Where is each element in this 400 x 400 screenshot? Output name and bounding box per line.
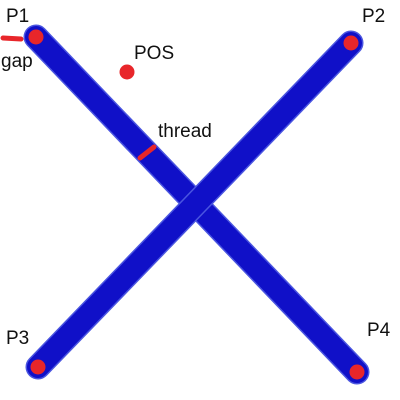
- label-p1: P1: [6, 6, 30, 27]
- label-thread: thread: [158, 121, 212, 142]
- arm-p2-p3: [27, 32, 362, 378]
- point-p3-dot: [30, 359, 46, 375]
- label-pos: POS: [134, 43, 175, 64]
- label-gap: gap: [1, 51, 33, 72]
- pos-dot: [119, 64, 135, 80]
- point-p4-dot: [349, 364, 365, 380]
- point-p2-dot: [343, 35, 359, 51]
- point-p1-dot: [28, 29, 44, 45]
- gap-marker: [0, 35, 24, 42]
- label-p3: P3: [6, 328, 30, 349]
- label-p2: P2: [362, 6, 386, 27]
- thread-marker: [137, 144, 157, 161]
- label-p4: P4: [367, 320, 391, 341]
